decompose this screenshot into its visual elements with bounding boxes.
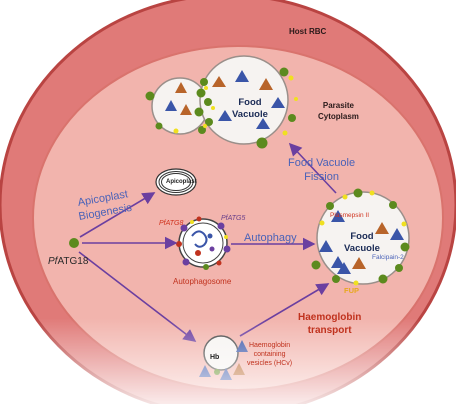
atg5-label: PfATG5 [221,215,246,222]
food-vacuole-right-label: Food Vacuole [344,231,380,254]
brown-triangle [180,104,192,115]
top-vacuole-proteins [165,70,285,129]
brown-triangle [259,78,273,90]
blue-triangle [218,110,232,121]
blue-triangle [235,70,249,82]
bottom-fade [0,318,456,404]
blue-triangle [331,210,345,222]
apicoplast-label: Apicoplast [166,179,197,185]
atg18-label: PfATG18 [48,256,89,267]
brown-triangle [352,257,366,269]
plasmepsin-label: Plasmepsin II [330,212,370,219]
food-vacuole-fission-label: Food Vacuole Fission [288,157,356,183]
parasite-cytoplasm-label: Parasite Cytoplasm [318,101,359,121]
blue-triangle [337,262,351,274]
brown-triangle [212,76,226,87]
haemoglobin-transport-label: Haemoglobin transport [298,312,362,336]
blue-triangle [165,100,177,111]
blue-triangle [256,118,270,129]
autophagosome-label: Autophagosome [173,277,232,286]
brown-triangle [375,222,389,234]
fup-label: FUP [344,286,359,295]
blue-triangle [271,97,285,108]
blue-triangle [331,256,345,268]
right-vacuole-proteins [319,210,404,274]
apicoplast-biogenesis-arrow [79,192,156,238]
top-vacuole-lipid-dots [145,67,298,149]
atg8-label: PfATG8 [159,220,184,227]
food-vacuole-top-label: Food Vacuole [232,97,268,120]
blue-triangle [319,240,333,252]
brown-triangle [175,82,187,93]
apicoplast [155,168,197,196]
hcv-label: Haemoglobin containing vesicles (HCv) [247,342,293,367]
atg18-dot [69,238,79,248]
hb-label: Hb [210,354,220,361]
right-vacuole-lipid-dots [311,188,410,286]
falcipain-label: Falcipain-2 [372,254,404,261]
host-rbc-label: Host RBC [289,27,327,36]
blue-triangle [390,228,404,240]
food-vacuole-fission-arrow [288,142,337,194]
autophagy-label: Autophagy [244,232,297,244]
